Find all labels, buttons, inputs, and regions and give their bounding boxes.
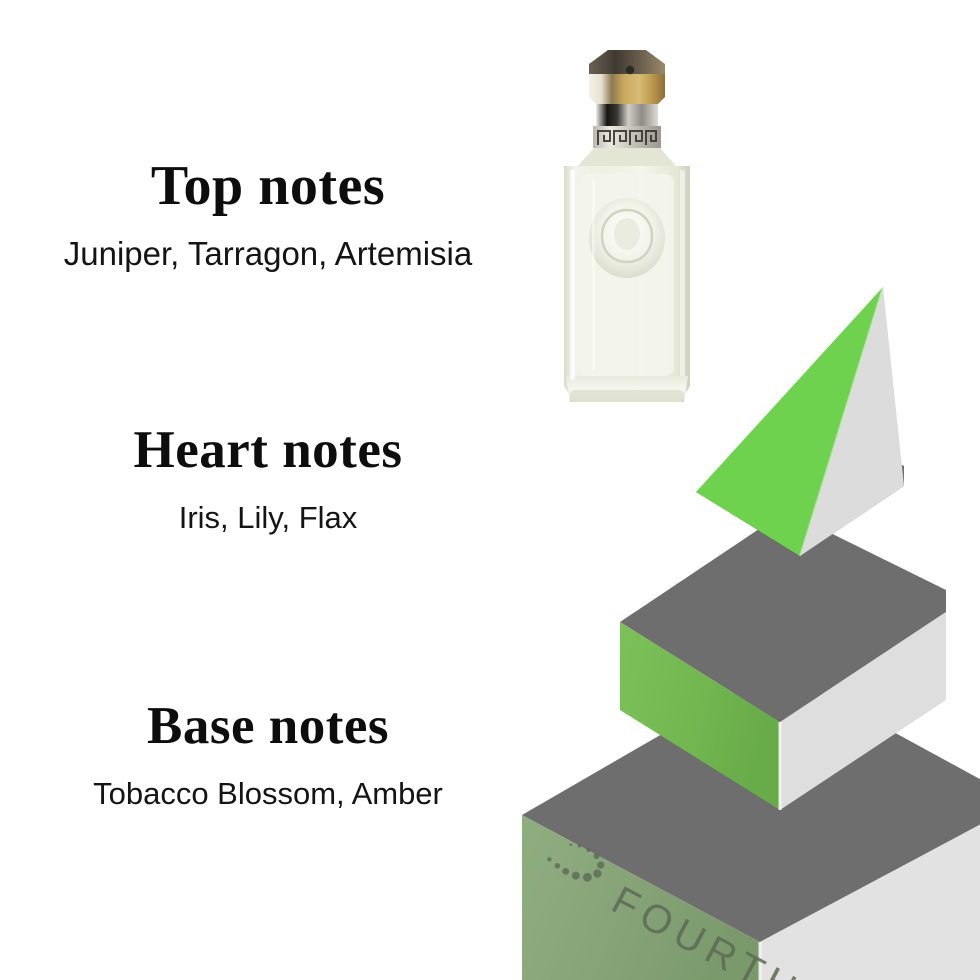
heart-notes-ingredients: Iris, Lily, Flax [178,500,358,535]
cap-dot-icon [625,65,635,75]
apex-tier-right-face [800,287,904,556]
apex-tier-left-face [696,287,883,556]
fragrance-pyramid-icon: FOURTHSENSE [480,270,980,980]
base-notes-title: Base notes [146,697,390,755]
heart-notes-block: Heart notes Iris, Lily, Flax [8,424,528,536]
middle-tier-right-face [780,612,946,810]
middle-tier-top-band [620,511,946,722]
top-notes-block: Top notes Juniper, Tarragon, Artemisia [8,158,528,274]
bottle-shoulder [578,148,676,166]
heart-notes-title: Heart notes [133,421,403,479]
dotted-ring-icon [547,843,605,882]
bottle-collar [596,104,658,128]
base-notes-ingredients: Tobacco Blossom, Amber [93,776,443,811]
base-notes-block: Base notes Tobacco Blossom, Amber [8,700,528,812]
top-notes-title: Top notes [150,155,386,217]
bottle-cap-top [589,50,665,76]
base-tier-left-face [522,815,760,980]
middle-tier-left-face [620,622,780,810]
top-notes-ingredients: Juniper, Tarragon, Artemisia [63,235,473,272]
bottle-cap-body [589,74,665,106]
base-tier-right-face [760,824,980,980]
perfume-bottle-icon [534,34,718,410]
